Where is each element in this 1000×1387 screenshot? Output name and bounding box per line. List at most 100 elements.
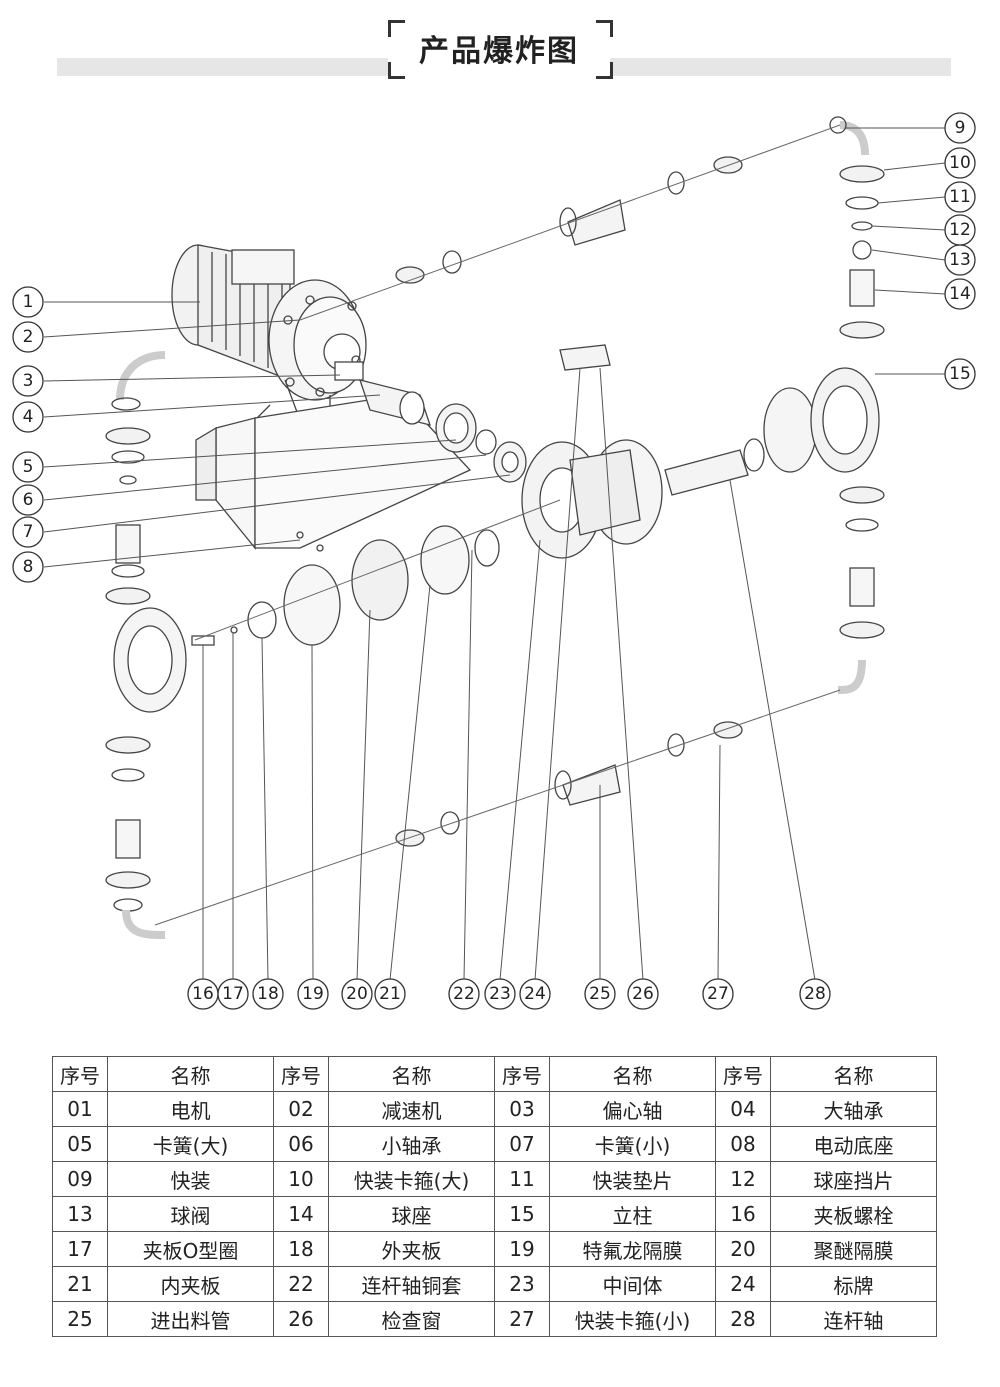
table-cell: 连杆轴铜套: [328, 1266, 495, 1302]
title-box: [388, 20, 610, 76]
table-cell: 18: [273, 1231, 329, 1267]
callout-number: 26: [632, 984, 654, 1004]
callout-circles: [12, 112, 976, 1010]
table-cell: 内夹板: [107, 1266, 274, 1302]
table-header-row: 序号 名称 序号 名称 序号 名称 序号 名称: [52, 1056, 937, 1092]
shaft-bearings-illustration: [359, 379, 527, 483]
table-cell: 05: [52, 1126, 108, 1162]
callout-number: 27: [707, 984, 729, 1004]
callout-number: 25: [589, 984, 611, 1004]
table-cell: 卡簧(大): [107, 1126, 274, 1162]
table-cell: 24: [715, 1266, 771, 1302]
callout-number: 3: [23, 371, 34, 391]
callout-number: 14: [949, 284, 971, 304]
column-header: 序号: [715, 1056, 771, 1092]
column-header: 序号: [52, 1056, 108, 1092]
table-cell: 夹板O型圈: [107, 1231, 274, 1267]
callout-number: 15: [949, 364, 971, 384]
column-header: 序号: [494, 1056, 550, 1092]
axis-lines: [154, 124, 841, 926]
table-cell: 电机: [107, 1091, 274, 1127]
callout-number: 12: [949, 220, 971, 240]
table-cell: 07: [494, 1126, 550, 1162]
connecting-rod-illustration: [664, 367, 880, 496]
callout-number: 17: [222, 984, 244, 1004]
table-row: 01 电机 02 减速机 03 偏心轴 04 大轴承: [52, 1091, 937, 1127]
callout-number: 16: [192, 984, 214, 1004]
table-cell: 12: [715, 1161, 771, 1197]
table-cell: 25: [52, 1301, 108, 1337]
table-cell: 03: [494, 1091, 550, 1127]
callout-number: 11: [949, 187, 971, 207]
callout-number: 23: [489, 984, 511, 1004]
motor-illustration: [171, 244, 367, 431]
table-cell: 04: [715, 1091, 771, 1127]
table-cell: 减速机: [328, 1091, 495, 1127]
table-cell: 立柱: [549, 1196, 716, 1232]
table-cell: 外夹板: [328, 1231, 495, 1267]
table-row: 13 球阀 14 球座 15 立柱 16 夹板螺栓: [52, 1196, 937, 1232]
table-cell: 16: [715, 1196, 771, 1232]
left-column-illustration: [105, 351, 187, 939]
table-cell: 快装卡箍(大): [328, 1161, 495, 1197]
callout-number: 1: [23, 292, 34, 312]
header: 产品爆炸图: [0, 0, 1000, 90]
table-cell: 球座: [328, 1196, 495, 1232]
table-row: 21 内夹板 22 连杆轴铜套 23 中间体 24 标牌: [52, 1266, 937, 1302]
table-cell: 检查窗: [328, 1301, 495, 1337]
table-row: 09 快装 10 快装卡箍(大) 11 快装垫片 12 球座挡片: [52, 1161, 937, 1197]
table-cell: 11: [494, 1161, 550, 1197]
callout-number: 28: [804, 984, 826, 1004]
table-cell: 13: [52, 1196, 108, 1232]
table-cell: 特氟龙隔膜: [549, 1231, 716, 1267]
column-header: 名称: [328, 1056, 495, 1092]
callout-number: 21: [379, 984, 401, 1004]
table-row: 05 卡簧(大) 06 小轴承 07 卡簧(小) 08 电动底座: [52, 1126, 937, 1162]
table-cell: 进出料管: [107, 1301, 274, 1337]
table-row: 25 进出料管 26 检查窗 27 快装卡箍(小) 28 连杆轴: [52, 1301, 937, 1337]
table-cell: 19: [494, 1231, 550, 1267]
column-header: 名称: [549, 1056, 716, 1092]
callout-number: 5: [23, 457, 34, 477]
callout-number: 2: [23, 327, 34, 347]
table-cell: 20: [715, 1231, 771, 1267]
column-header: 名称: [107, 1056, 274, 1092]
right-column-illustration: [829, 116, 885, 694]
callout-number: 8: [23, 557, 34, 577]
bracket-corner: [596, 20, 613, 37]
table-cell: 28: [715, 1301, 771, 1337]
table-cell: 21: [52, 1266, 108, 1302]
table-cell: 标牌: [770, 1266, 937, 1302]
table-cell: 06: [273, 1126, 329, 1162]
page-title: 产品爆炸图: [419, 34, 579, 69]
table-cell: 快装: [107, 1161, 274, 1197]
column-header: 名称: [770, 1056, 937, 1092]
table-cell: 26: [273, 1301, 329, 1337]
table-cell: 02: [273, 1091, 329, 1127]
middle-body-illustration: [521, 344, 663, 559]
table-cell: 22: [273, 1266, 329, 1302]
callout-number: 22: [453, 984, 475, 1004]
table-cell: 偏心轴: [549, 1091, 716, 1127]
table-cell: 大轴承: [770, 1091, 937, 1127]
table-cell: 10: [273, 1161, 329, 1197]
callout-number: 13: [949, 250, 971, 270]
table-cell: 小轴承: [328, 1126, 495, 1162]
table-cell: 快装卡箍(小): [549, 1301, 716, 1337]
callout-number: 20: [346, 984, 368, 1004]
table-cell: 08: [715, 1126, 771, 1162]
table-cell: 夹板螺栓: [770, 1196, 937, 1232]
bracket-corner: [388, 62, 405, 79]
table-cell: 球座挡片: [770, 1161, 937, 1197]
table-cell: 快装垫片: [549, 1161, 716, 1197]
table-row: 17 夹板O型圈 18 外夹板 19 特氟龙隔膜 20 聚醚隔膜: [52, 1231, 937, 1267]
callout-number: 24: [524, 984, 546, 1004]
table-cell: 17: [52, 1231, 108, 1267]
motor-base-illustration: [195, 394, 472, 552]
table-cell: 卡簧(小): [549, 1126, 716, 1162]
callout-number: 9: [955, 118, 966, 138]
callout-number: 19: [302, 984, 324, 1004]
manifold-illustration: [395, 156, 743, 847]
bracket-corner: [596, 62, 613, 79]
callout-number: 6: [23, 490, 34, 510]
